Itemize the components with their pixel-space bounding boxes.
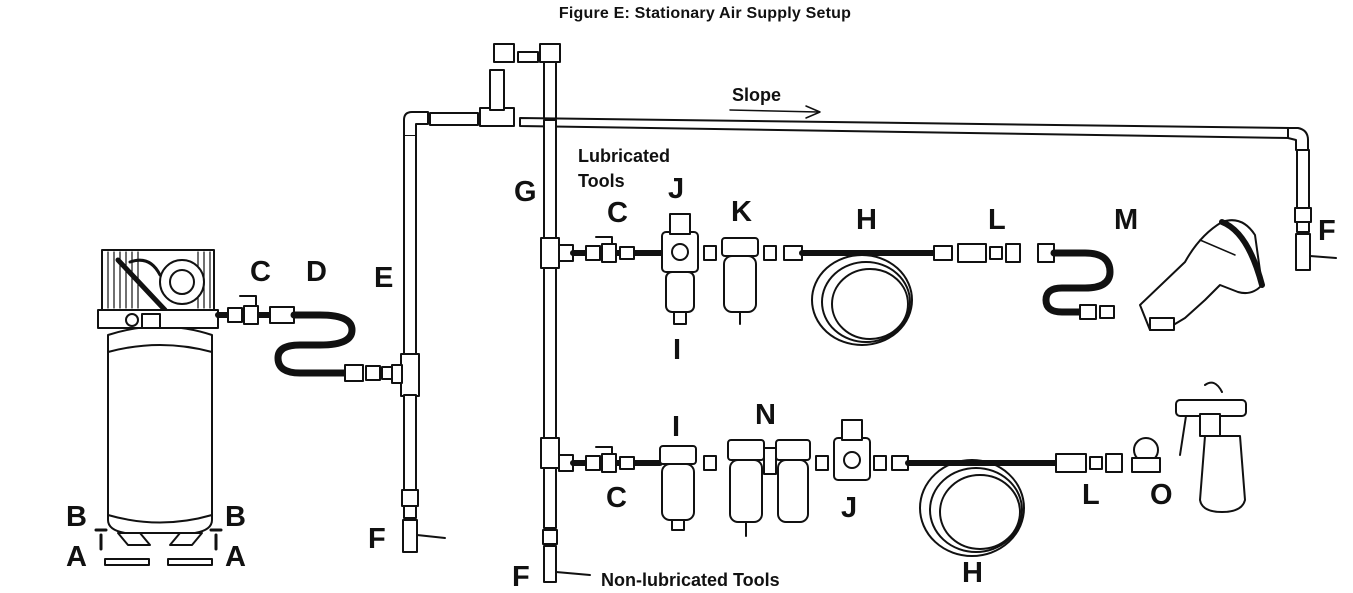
drop-pipe [540, 119, 591, 583]
callout-i-lubricated: I [673, 334, 682, 366]
callout-o: O [1150, 479, 1173, 511]
callout-c-compressor: C [250, 256, 271, 288]
callout-h-nonlub: H [962, 557, 983, 589]
spray-gun [1175, 381, 1247, 513]
compressor-outlet [215, 295, 393, 382]
callout-j-lubricated: J [668, 173, 685, 205]
lubricated-tools-label: Tools [578, 171, 625, 191]
callout-i-nonlub: I [672, 411, 681, 443]
callout-m: M [1114, 204, 1139, 236]
callout-b-right: B [225, 501, 246, 533]
callout-d: D [306, 256, 327, 288]
callout-k: K [731, 196, 752, 228]
callout-h-lubricated: H [856, 204, 877, 236]
callout-g: G [514, 176, 537, 208]
callout-e: E [374, 262, 394, 294]
figure-title: Figure E: Stationary Air Supply Setup [558, 5, 852, 22]
callout-a-right: A [225, 541, 246, 573]
callout-l-lubricated: L [988, 204, 1006, 236]
callout-l-nonlub: L [1082, 479, 1100, 511]
lubricated-label: Lubricated [578, 146, 671, 166]
non-lubricated-branch [558, 419, 1161, 557]
non-lubricated-label: Non-lubricated Tools [601, 570, 780, 590]
callout-f-main: F [1318, 215, 1336, 247]
callout-c-nonlub: C [606, 482, 627, 514]
air-compressor [94, 249, 223, 566]
callout-j-nonlub: J [841, 492, 858, 524]
callout-f-drop: F [512, 561, 530, 593]
lubricated-branch [558, 213, 1115, 346]
riser-pipe [391, 111, 479, 553]
sloped-main-line [519, 105, 1337, 271]
impact-wrench [1139, 219, 1265, 331]
callout-n: N [755, 399, 776, 431]
header-loop [479, 43, 561, 127]
callout-a-left: A [66, 541, 87, 573]
callout-b-left: B [66, 501, 87, 533]
callout-c-lubricated: C [607, 197, 628, 229]
callout-f-riser: F [368, 523, 386, 555]
slope-label: Slope [732, 85, 782, 105]
